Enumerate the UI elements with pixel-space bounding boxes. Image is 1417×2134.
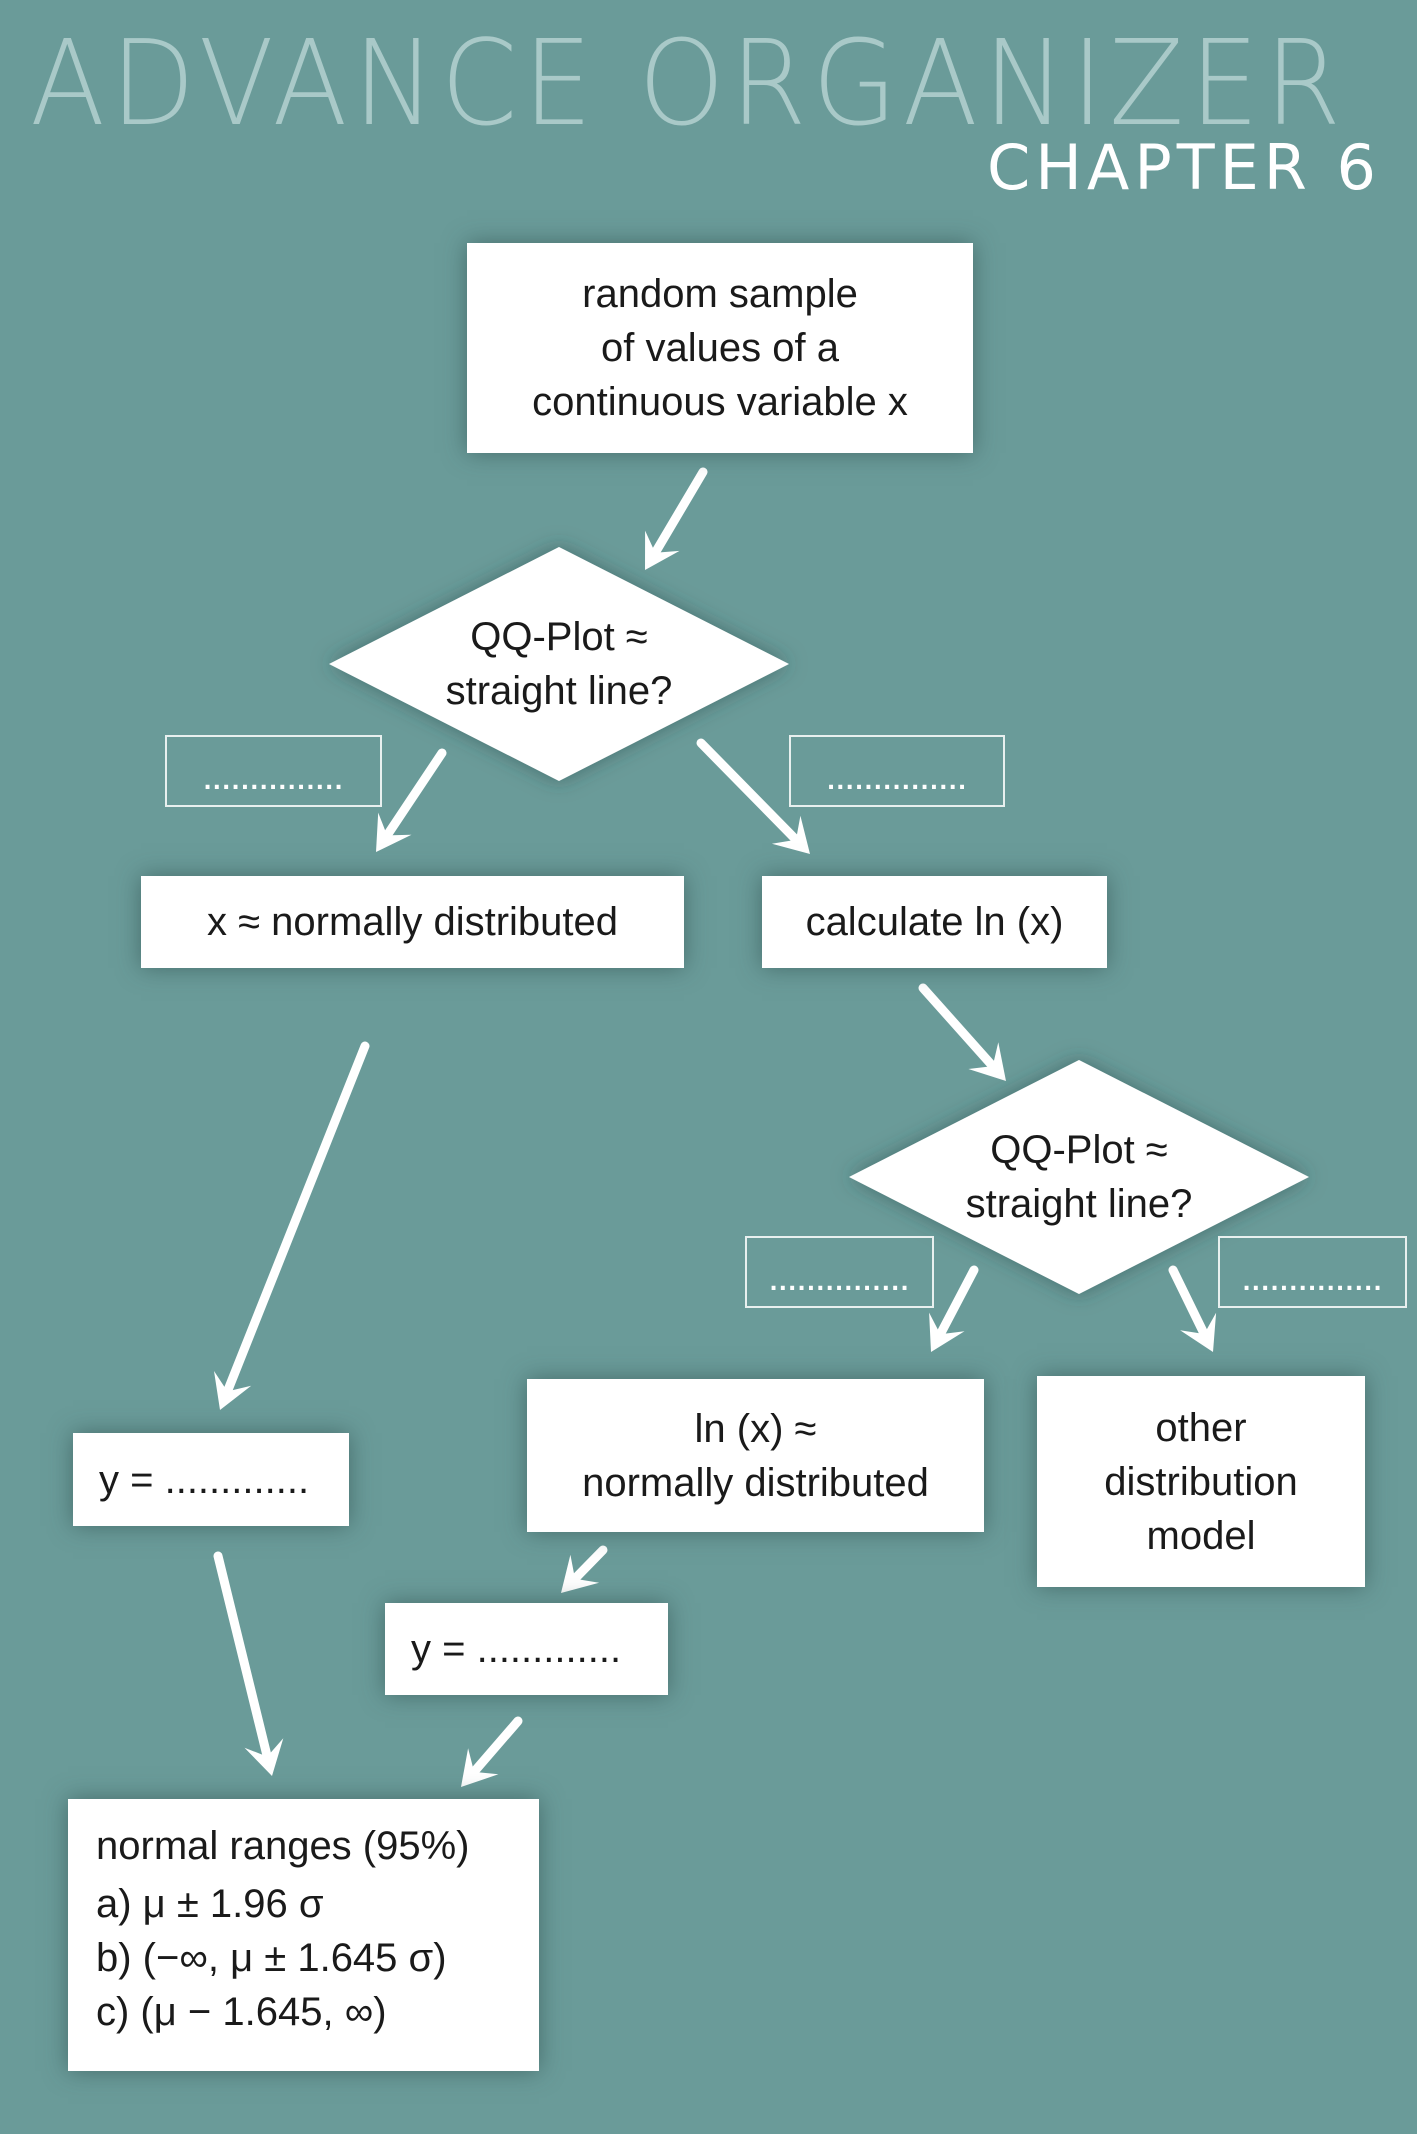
answer-field-2-left-placeholder: ............... <box>769 1271 910 1296</box>
normal-x-label: x ≈ normally distributed <box>207 900 618 944</box>
normal-ranges-heading: normal ranges (95%) <box>96 1824 470 1868</box>
arrow-y-mid-to-normal-ranges-shaft <box>469 1716 523 1777</box>
arrow-y-mid-to-normal-ranges-head <box>461 1748 499 1787</box>
other-model-node: other distribution model <box>1037 1376 1365 1587</box>
ln-normal-node: ln (x) ≈ normally distributed <box>527 1379 984 1532</box>
decision-node-2: QQ-Plot ≈ straight line? <box>849 1060 1309 1294</box>
arrow-calc-ln-to-decision2-shaft <box>918 983 998 1071</box>
arrow-y-mid-to-normal-ranges <box>461 1716 523 1787</box>
decision-2-label: QQ-Plot ≈ straight line? <box>965 1128 1193 1226</box>
y-transform-left-label: y = ............. <box>99 1457 310 1502</box>
y-transform-left-node[interactable]: y = ............. <box>73 1433 349 1526</box>
arrow-start-to-decision1-shaft <box>650 467 708 558</box>
decision-diamond-1-shape <box>329 547 789 781</box>
normal-x-node: x ≈ normally distributed <box>141 876 684 968</box>
answer-field-1-left-placeholder: ............... <box>203 770 344 795</box>
arrow-decision1-to-normal-x-head <box>376 812 412 852</box>
normal-ranges-node: normal ranges (95%) a) μ ± 1.96 σ b) (−∞… <box>68 1799 539 2071</box>
arrow-ln-normal-to-y-mid-head <box>561 1554 600 1593</box>
ln-normal-label: ln (x) ≈ normally distributed <box>582 1406 929 1505</box>
answer-field-2-right[interactable]: ............... <box>1218 1236 1407 1308</box>
arrow-normal-x-to-y-left-head <box>214 1371 252 1410</box>
normal-range-item-a: a) μ ± 1.96 σ <box>96 1882 324 1926</box>
arrow-decision2-to-ln-normal-head <box>929 1312 965 1352</box>
normal-range-item-c: c) (μ − 1.645, ∞) <box>96 1990 387 2034</box>
normal-range-item-b: b) (−∞, μ ± 1.645 σ) <box>96 1936 447 1980</box>
answer-field-1-right-placeholder: ............... <box>826 770 968 795</box>
arrow-normal-x-to-y-left <box>214 1041 370 1410</box>
calculate-ln-label: calculate ln (x) <box>805 900 1064 944</box>
arrow-ln-normal-to-y-mid <box>561 1545 608 1593</box>
arrow-decision2-to-other-model-head <box>1180 1312 1217 1352</box>
decision-1-label: QQ-Plot ≈ straight line? <box>445 615 673 713</box>
answer-field-1-left[interactable]: ............... <box>165 735 382 807</box>
y-transform-mid-label: y = ............. <box>411 1627 622 1671</box>
calculate-ln-node: calculate ln (x) <box>762 876 1107 968</box>
arrow-decision1-to-calc-ln-head <box>771 815 810 854</box>
arrow-y-left-to-normal-ranges-shaft <box>213 1551 272 1762</box>
start-node: random sample of values of a continuous … <box>467 243 973 453</box>
arrow-ln-normal-to-y-mid-shaft <box>570 1545 608 1584</box>
page-title: ADVANCE ORGANIZER <box>30 14 1347 152</box>
decision-node-1: QQ-Plot ≈ straight line? <box>329 547 789 781</box>
answer-field-2-left[interactable]: ............... <box>745 1236 934 1308</box>
other-model-label: other distribution model <box>1104 1405 1298 1558</box>
arrow-normal-x-to-y-left-shaft <box>222 1041 370 1396</box>
arrow-y-left-to-normal-ranges <box>213 1551 284 1776</box>
arrow-y-left-to-normal-ranges-head <box>244 1738 284 1776</box>
chapter-label: CHAPTER 6 <box>987 131 1381 204</box>
decision-diamond-2-shape <box>849 1060 1309 1294</box>
answer-field-2-right-placeholder: ............... <box>1242 1271 1383 1296</box>
start-node-label: random sample of values of a continuous … <box>532 272 908 424</box>
answer-field-1-right[interactable]: ............... <box>789 735 1005 807</box>
y-transform-mid-node[interactable]: y = ............. <box>385 1603 668 1695</box>
